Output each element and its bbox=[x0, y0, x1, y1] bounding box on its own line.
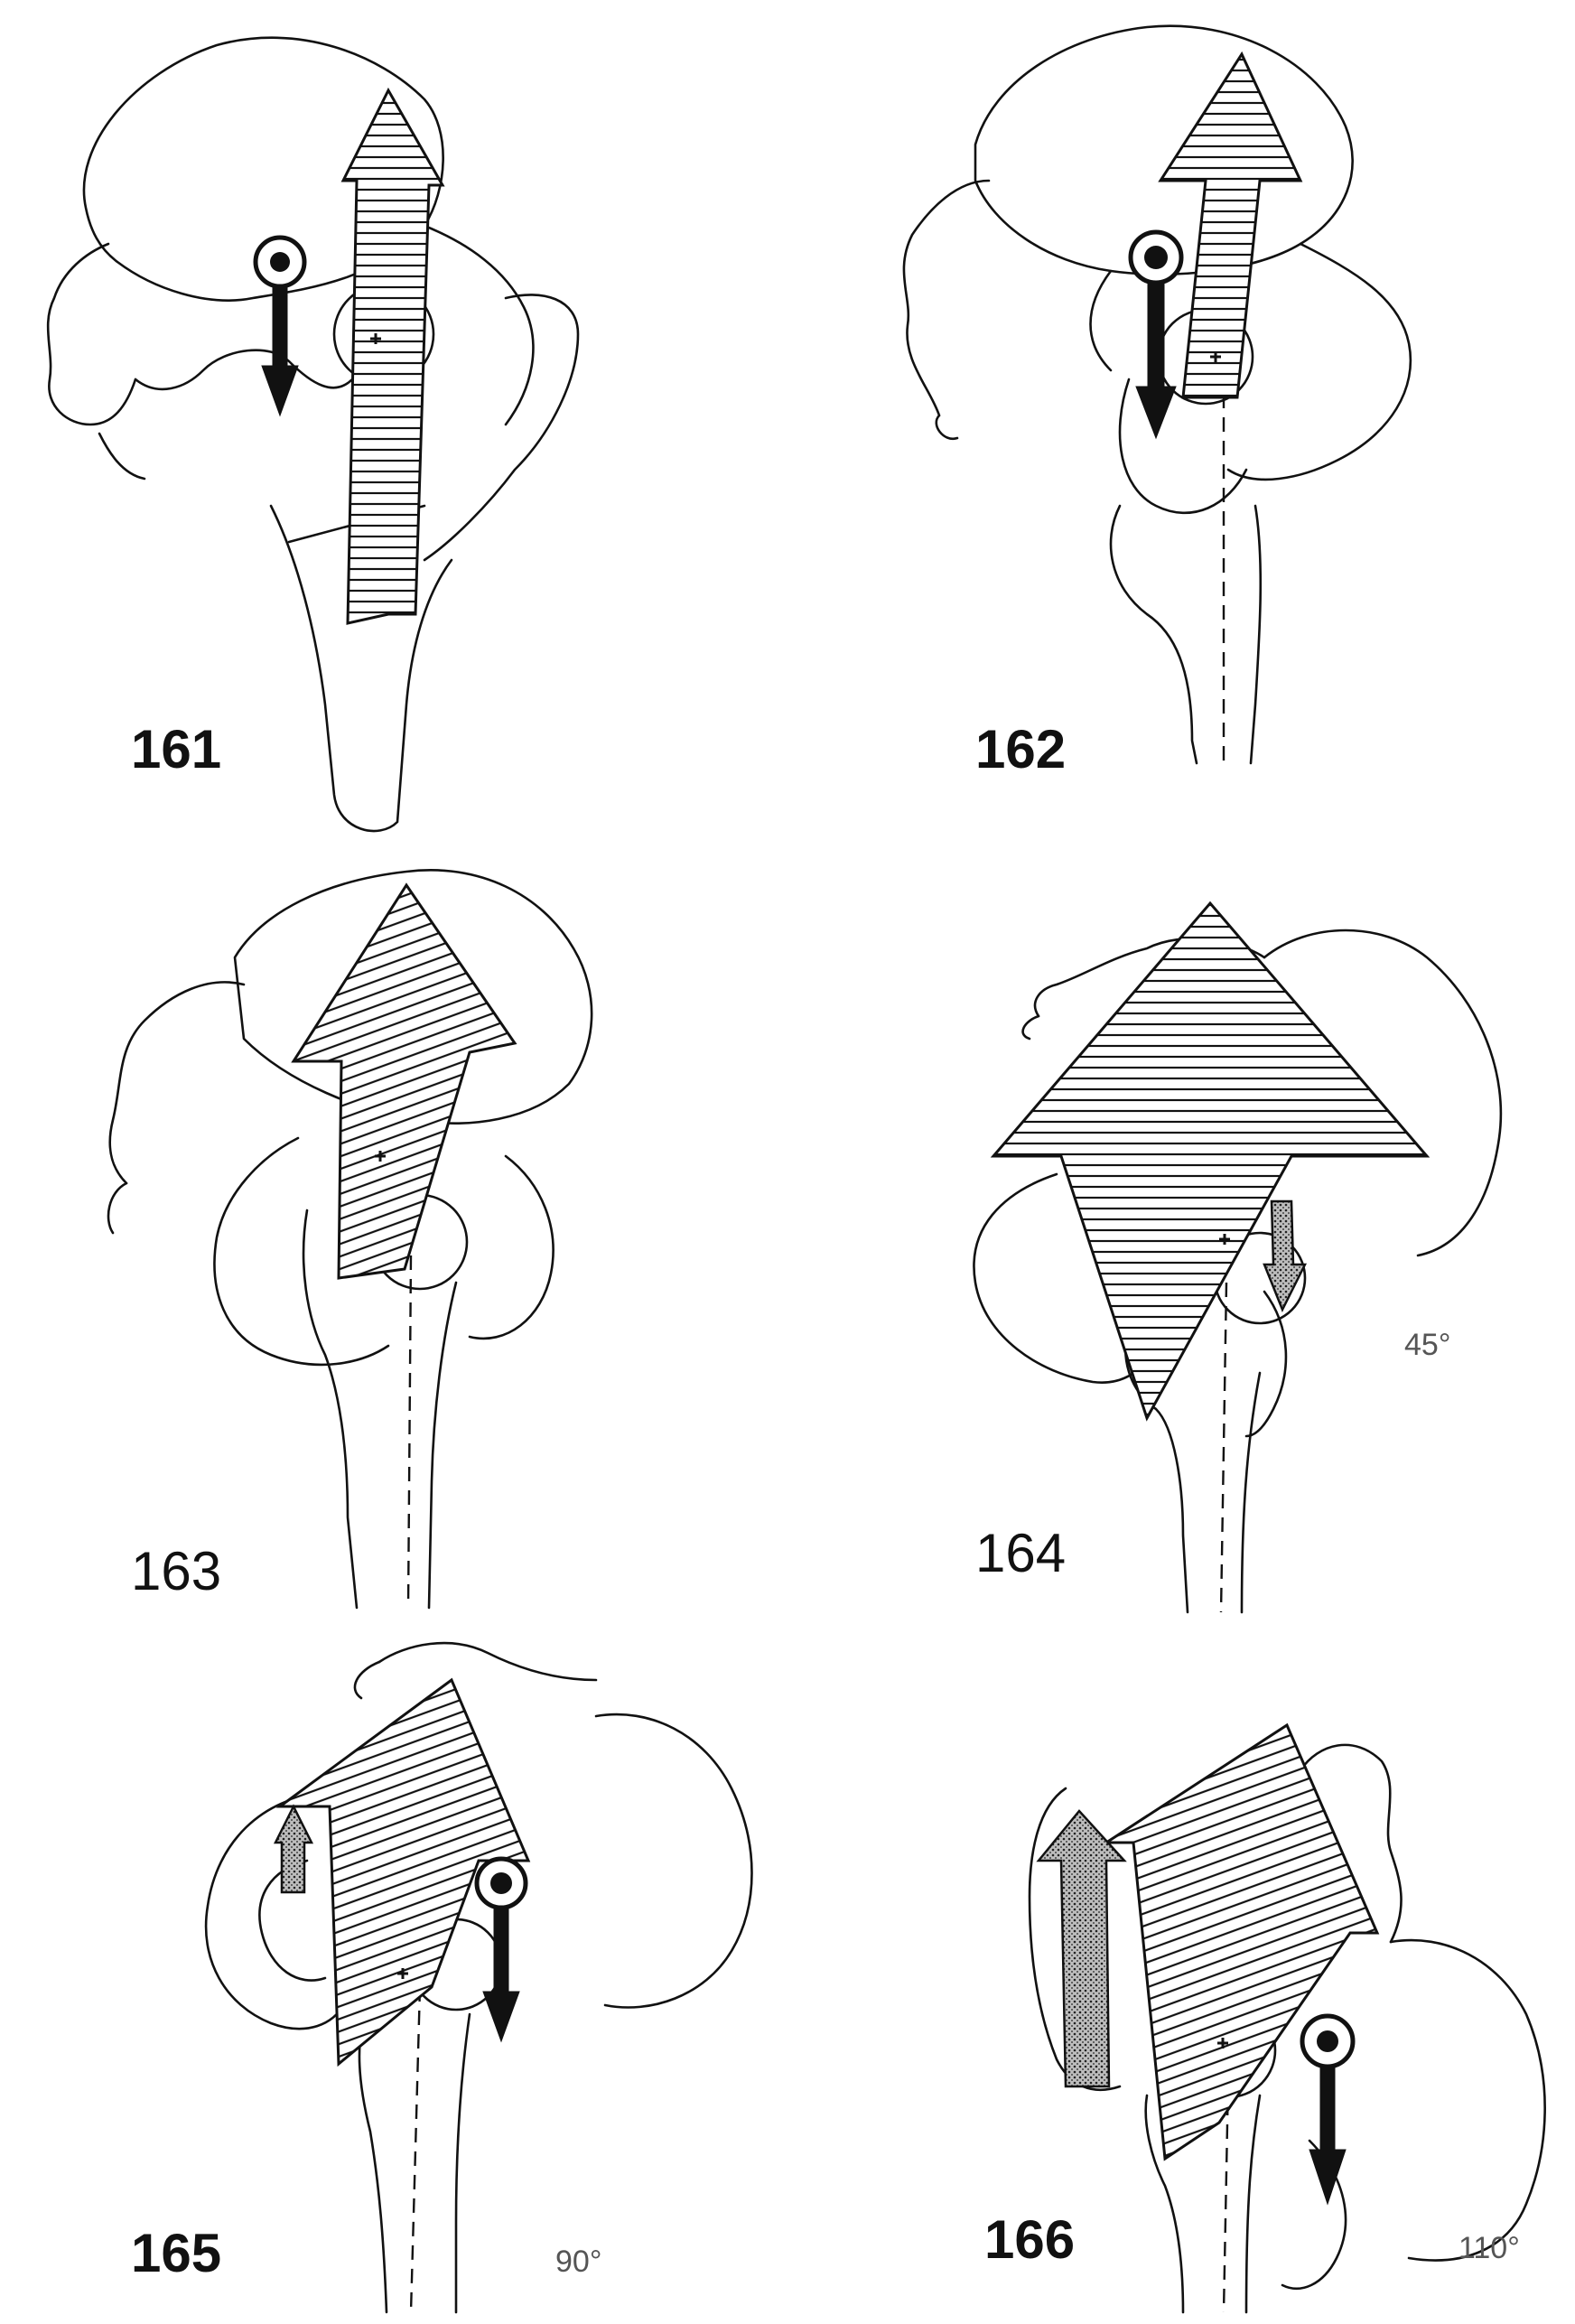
pelvis-outline bbox=[204, 1641, 753, 2030]
gravity-force-arrow bbox=[1300, 2013, 1356, 2206]
center-of-rotation-mark bbox=[1210, 351, 1221, 362]
figure-number: 164 bbox=[975, 1523, 1066, 1583]
center-of-rotation-mark bbox=[375, 1151, 386, 1162]
center-of-rotation-mark bbox=[1217, 2038, 1228, 2049]
hip-flexion-angle-label: 110° bbox=[1459, 2231, 1520, 2265]
hip-flexion-angle-label: 45° bbox=[1404, 1328, 1450, 1362]
center-of-rotation-mark bbox=[397, 1968, 408, 1979]
pelvis-outline bbox=[46, 36, 580, 562]
figure-number: 165 bbox=[131, 2223, 221, 2283]
figure-164: 164 45° bbox=[973, 901, 1503, 1614]
figure-number: 166 bbox=[984, 2209, 1075, 2270]
femoral-axis-line bbox=[1219, 1282, 1228, 1613]
gravity-force-arrow bbox=[253, 235, 307, 417]
pelvis-outline bbox=[902, 24, 1412, 481]
figure-number: 163 bbox=[131, 1541, 221, 1601]
femoral-axis-line bbox=[1222, 2077, 1230, 2313]
femoral-axis-line bbox=[409, 1986, 422, 2313]
antagonist-force-arrow bbox=[273, 1804, 314, 1894]
figure-162: 162 bbox=[902, 24, 1412, 779]
muscle-force-arrow bbox=[275, 1677, 531, 2067]
figure-163: 163 bbox=[107, 869, 593, 1610]
antagonist-force-arrow bbox=[1263, 1199, 1308, 1313]
muscle-force-arrow bbox=[990, 901, 1431, 1422]
gravity-force-arrow bbox=[474, 1856, 528, 2043]
antagonist-force-arrow bbox=[1036, 1809, 1127, 2088]
muscle-force-arrow bbox=[340, 87, 445, 625]
hip-flexion-angle-label: 90° bbox=[555, 2245, 601, 2279]
femoral-axis-line bbox=[406, 1255, 413, 1609]
figure-166: 166 110° bbox=[984, 1722, 1546, 2314]
center-of-rotation-mark bbox=[370, 333, 381, 344]
center-of-rotation-mark bbox=[1219, 1234, 1230, 1245]
figure-number: 162 bbox=[975, 719, 1066, 779]
figure-161: 161 bbox=[46, 36, 580, 833]
muscle-force-arrow bbox=[291, 882, 517, 1280]
gravity-force-arrow bbox=[1128, 229, 1184, 440]
figure-165: 165 90° bbox=[131, 1641, 753, 2314]
muscle-force-arrow bbox=[1158, 51, 1303, 399]
muscle-force-arrow bbox=[1101, 1722, 1380, 2161]
figure-number: 161 bbox=[131, 719, 221, 779]
